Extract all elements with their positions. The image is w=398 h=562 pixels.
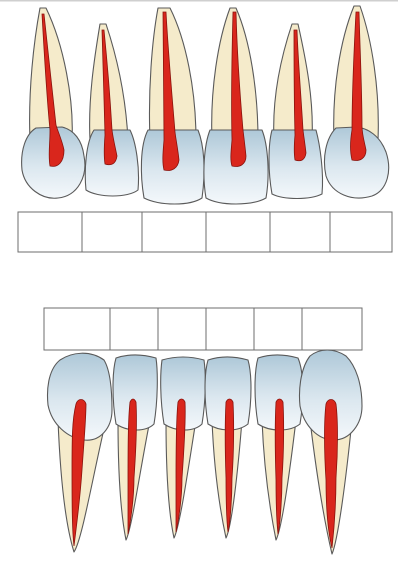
lower-label-cell-3[interactable]: [158, 308, 206, 350]
upper-label-cell-4[interactable]: [206, 212, 270, 252]
tooth-lower-6: [299, 350, 362, 554]
tooth-upper-4: [204, 8, 268, 204]
upper-label-row: [18, 212, 392, 252]
lower-label-cell-6[interactable]: [302, 308, 362, 350]
lower-arch: [48, 350, 363, 554]
root: [274, 24, 313, 140]
lower-label-cell-5[interactable]: [254, 308, 302, 350]
tooth-upper-2: [85, 24, 138, 196]
lower-label-cell-1[interactable]: [44, 308, 110, 350]
tooth-lower-1: [48, 353, 113, 552]
tooth-lower-5: [255, 355, 303, 540]
lower-label-row: [44, 308, 362, 350]
tooth-lower-3: [161, 357, 206, 538]
tooth-lower-4: [205, 357, 251, 538]
upper-label-cell-6[interactable]: [330, 212, 392, 252]
lower-label-cell-4[interactable]: [206, 308, 254, 350]
tooth-upper-5: [269, 24, 323, 199]
tooth-upper-3: [141, 8, 204, 204]
upper-label-cell-1[interactable]: [18, 212, 82, 252]
tooth-upper-1: [22, 8, 85, 198]
upper-label-cell-5[interactable]: [270, 212, 330, 252]
upper-label-cell-2[interactable]: [82, 212, 142, 252]
upper-arch: [22, 6, 389, 204]
tooth-upper-6: [324, 6, 388, 198]
top-border-line: [0, 0, 398, 2]
lower-label-cell-2[interactable]: [110, 308, 158, 350]
tooth-lower-2: [113, 355, 157, 540]
upper-label-cell-3[interactable]: [142, 212, 206, 252]
